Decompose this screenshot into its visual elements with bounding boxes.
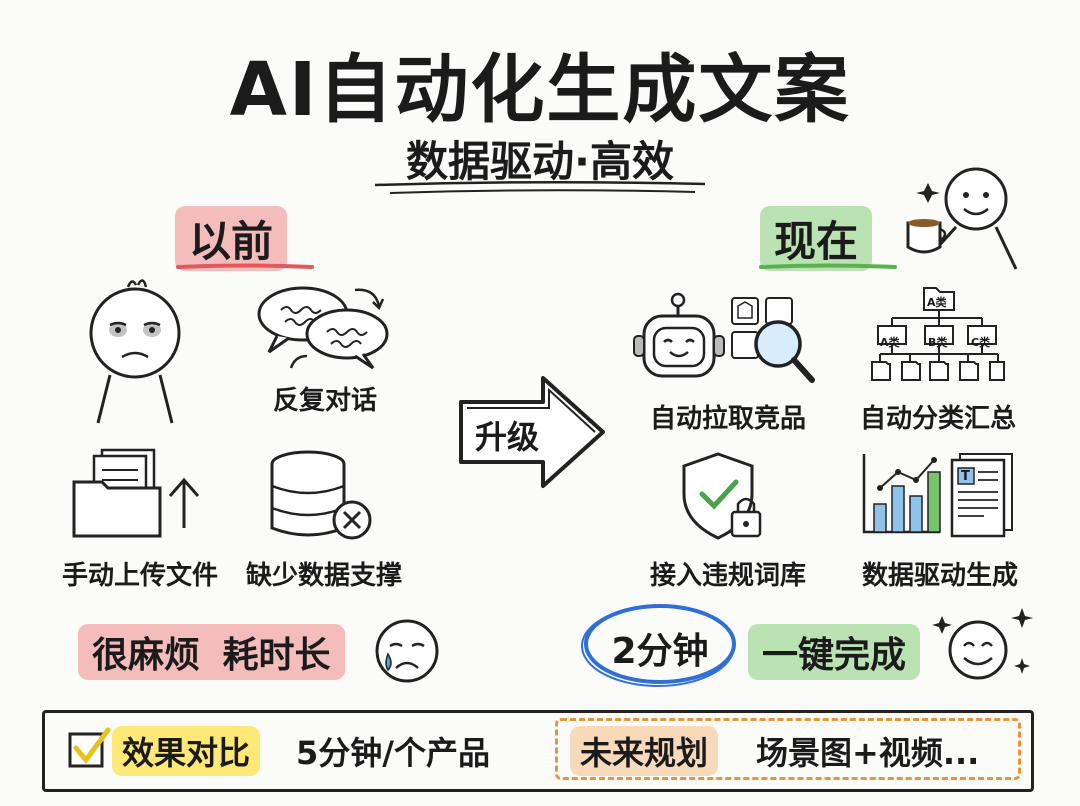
chart-document-icon — [862, 453, 1013, 538]
page-title: AI自动化生成文案 — [229, 47, 851, 133]
smiley-sparkle-icon — [932, 608, 1033, 680]
now-item-label: 数据驱动生成 — [861, 561, 1018, 591]
footer-panel — [42, 710, 1034, 792]
now-heading: 现在 — [760, 206, 873, 271]
crying-face-icon — [375, 619, 439, 683]
before-item-label: 手动上传文件 — [61, 561, 218, 591]
compare-label: 效果对比 — [112, 726, 261, 776]
future-plan-box — [555, 718, 1021, 780]
plan-value: 场景图+视频... — [756, 734, 980, 772]
subtitle-underline — [374, 180, 706, 194]
plan-label-wrap: 未来规划 — [570, 726, 719, 776]
page-subtitle: 数据驱动·高效 — [406, 137, 674, 186]
tired-person-icon — [89, 279, 181, 424]
doc-mark: T — [961, 469, 970, 484]
compare-value: 5分钟/个产品 — [296, 734, 490, 772]
before-heading-wrap: 以前 — [175, 206, 288, 271]
before-summary: 很麻烦 耗时长 — [78, 624, 345, 680]
before-heading: 以前 — [175, 206, 288, 271]
now-summary: 一键完成 — [748, 624, 921, 680]
now-heading-underline — [759, 263, 897, 269]
now-item-label: 自动分类汇总 — [859, 404, 1016, 434]
category-root-label: A类 — [927, 296, 947, 309]
now-heading-wrap: 现在 — [760, 206, 873, 271]
database-missing-icon — [270, 450, 372, 540]
time-circle — [581, 604, 736, 687]
category-b-label: B类 — [928, 336, 948, 349]
robot-search-icon — [633, 292, 815, 383]
shield-lock-icon — [682, 452, 762, 540]
category-tree-icon — [871, 287, 1005, 381]
checkbox-icon — [68, 727, 111, 768]
plan-label: 未来规划 — [570, 726, 719, 776]
category-c-label: C类 — [971, 336, 991, 349]
before-item-label: 反复对话 — [272, 386, 377, 416]
compare-label-wrap: 效果对比 — [112, 726, 261, 776]
upgrade-label: 升级 — [475, 418, 540, 456]
before-summary-wrap: 很麻烦 耗时长 — [78, 624, 345, 680]
before-heading-underline — [176, 263, 314, 269]
now-time: 2分钟 — [611, 631, 709, 672]
chat-bubbles-icon — [257, 286, 389, 370]
folder-upload-icon — [72, 448, 200, 538]
now-item-label: 接入违规词库 — [649, 561, 806, 591]
upgrade-arrow-icon — [459, 376, 605, 488]
now-summary-wrap: 一键完成 — [748, 624, 921, 680]
happy-person-coffee-icon — [906, 167, 1018, 270]
before-item-label: 缺少数据支撑 — [245, 561, 402, 591]
now-item-label: 自动拉取竞品 — [649, 404, 806, 434]
category-a-label: A类 — [880, 336, 900, 349]
